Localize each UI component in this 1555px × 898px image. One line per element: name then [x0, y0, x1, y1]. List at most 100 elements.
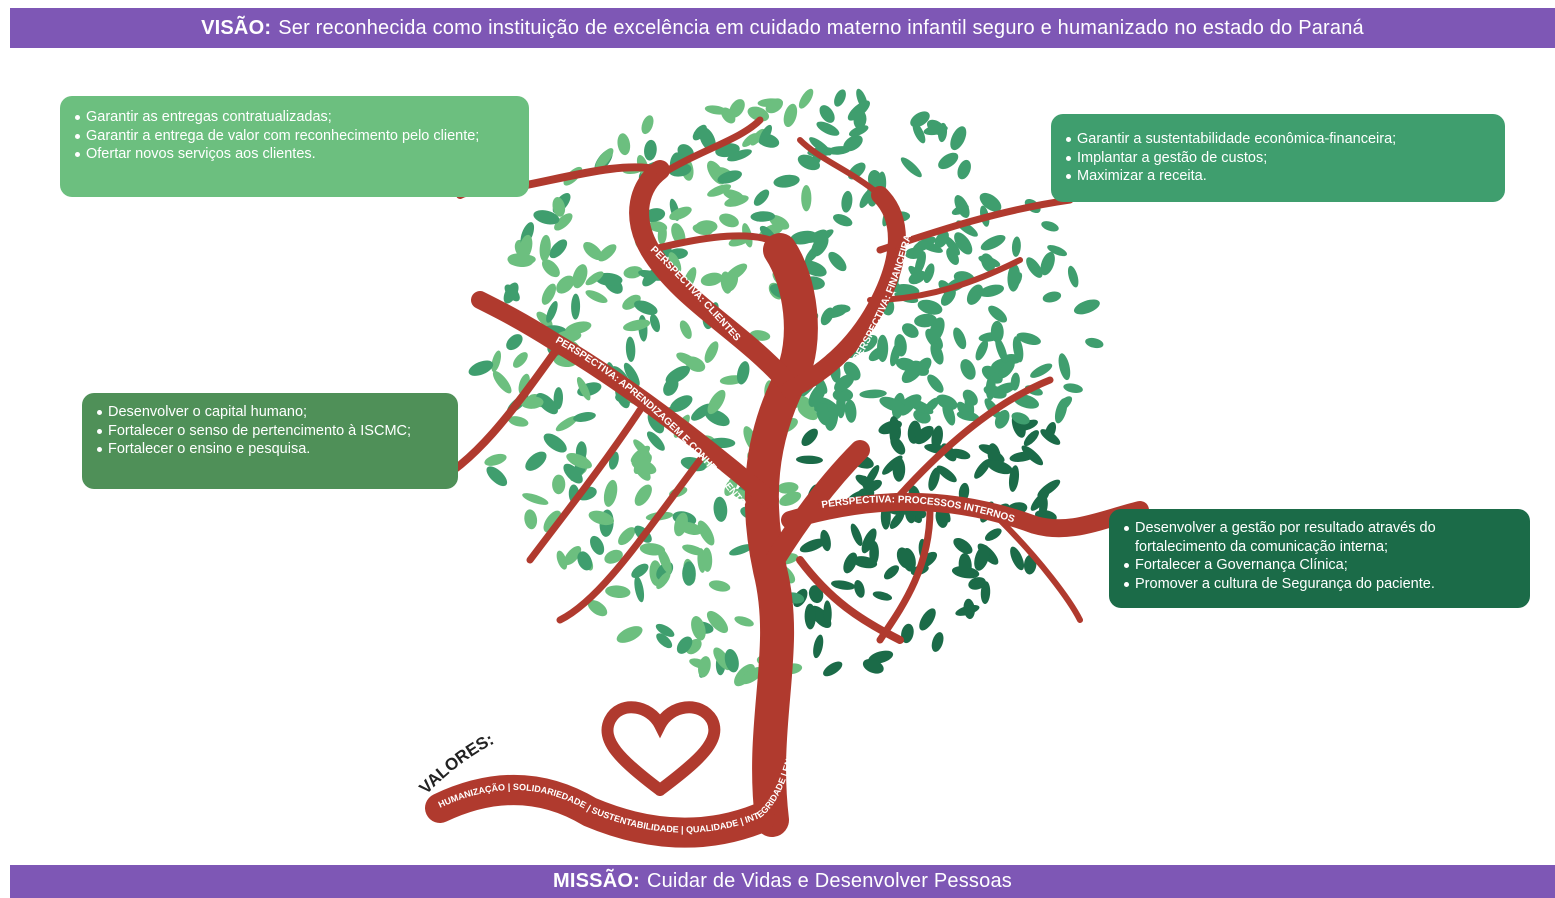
objectives-card-finance: Garantir a sustentabilidade econômica-fi…: [1051, 114, 1505, 202]
leaf: [931, 632, 944, 652]
leaf: [843, 552, 858, 574]
objective-item: Garantir as entregas contratualizadas;: [74, 108, 515, 127]
leaf: [798, 88, 814, 109]
leaf: [765, 98, 783, 114]
leaf: [641, 115, 654, 135]
leaf: [1023, 430, 1039, 447]
leaf: [1010, 372, 1020, 391]
leaf: [668, 252, 682, 274]
leaf: [950, 126, 967, 151]
leaf: [701, 547, 713, 572]
leaf: [554, 213, 573, 231]
leaf: [938, 152, 959, 170]
leaf: [809, 137, 832, 156]
leaf: [804, 603, 816, 630]
objectives-card-clients: Garantir as entregas contratualizadas; G…: [60, 96, 529, 197]
leaf: [820, 529, 831, 552]
leaf: [799, 538, 826, 553]
leaf: [853, 110, 867, 130]
leaf: [928, 467, 940, 491]
objective-item: Fortalecer o senso de pertencimento à IS…: [96, 422, 444, 441]
leaf: [834, 374, 855, 392]
leaf: [974, 459, 991, 479]
leaf: [492, 370, 512, 394]
leaf: [914, 425, 934, 445]
leaf: [850, 523, 863, 547]
leaf: [1073, 299, 1100, 315]
objective-item: Ofertar novos serviços aos clientes.: [74, 145, 515, 164]
leaf: [536, 392, 558, 415]
leaf: [929, 317, 945, 343]
leaf: [813, 229, 834, 245]
leaf: [750, 128, 765, 146]
leaf: [553, 387, 564, 410]
leaf: [980, 581, 991, 604]
leaf: [721, 107, 736, 124]
leaf: [724, 195, 749, 207]
leaf: [783, 103, 798, 128]
leaf: [634, 300, 658, 315]
leaf: [1009, 451, 1035, 462]
leaf: [892, 457, 906, 482]
leaf: [691, 616, 706, 641]
leaf: [649, 314, 661, 333]
leaf: [729, 544, 753, 556]
leaf: [725, 263, 748, 282]
mission-label: MISSÃO:: [553, 870, 640, 892]
vision-label: VISÃO:: [201, 16, 272, 39]
leaf: [605, 585, 631, 598]
leaf: [923, 263, 935, 284]
leaf: [522, 493, 549, 505]
vision-banner: VISÃO: Ser reconhecida como instituição …: [10, 8, 1555, 48]
leaf: [719, 213, 739, 228]
leaf: [1030, 363, 1053, 378]
leaf: [622, 294, 641, 310]
leaf: [1018, 419, 1038, 431]
leaf: [556, 275, 575, 294]
leaf: [484, 453, 507, 466]
leaf: [823, 600, 832, 626]
leaf: [1030, 489, 1050, 511]
leaf: [861, 528, 877, 554]
leaf: [524, 509, 538, 530]
leaf: [1067, 265, 1079, 288]
leaf: [954, 232, 973, 255]
leaf: [634, 575, 645, 603]
leaf: [595, 148, 614, 170]
leaf: [856, 88, 868, 111]
leaf: [833, 214, 853, 227]
leaf: [912, 122, 926, 144]
leaf: [1040, 251, 1055, 276]
leaf: [656, 633, 673, 649]
leaf: [707, 389, 726, 415]
leaf: [841, 190, 853, 213]
leaf: [865, 479, 882, 493]
leaf: [695, 220, 718, 234]
leaf: [697, 520, 715, 546]
leaf: [634, 484, 652, 506]
leaf: [872, 591, 893, 601]
leaf: [953, 327, 967, 350]
leaf: [727, 149, 752, 162]
leaf: [828, 251, 847, 272]
leaf: [631, 563, 649, 578]
leaf: [958, 553, 972, 577]
leaf: [604, 549, 623, 564]
leaf: [563, 463, 583, 484]
leaf: [676, 636, 693, 654]
leaf: [831, 580, 856, 590]
leaf: [546, 301, 558, 323]
leaf: [706, 610, 729, 634]
leaf: [533, 210, 560, 225]
leaf: [1047, 245, 1067, 257]
leaf: [927, 374, 944, 393]
leaf: [618, 527, 636, 546]
leaf: [862, 658, 884, 674]
leaf: [808, 585, 824, 604]
leaf: [956, 410, 980, 422]
leaf: [556, 550, 568, 570]
leaf: [536, 311, 553, 328]
leaf: [844, 399, 857, 423]
leaf: [879, 396, 906, 412]
leaf: [663, 377, 679, 396]
